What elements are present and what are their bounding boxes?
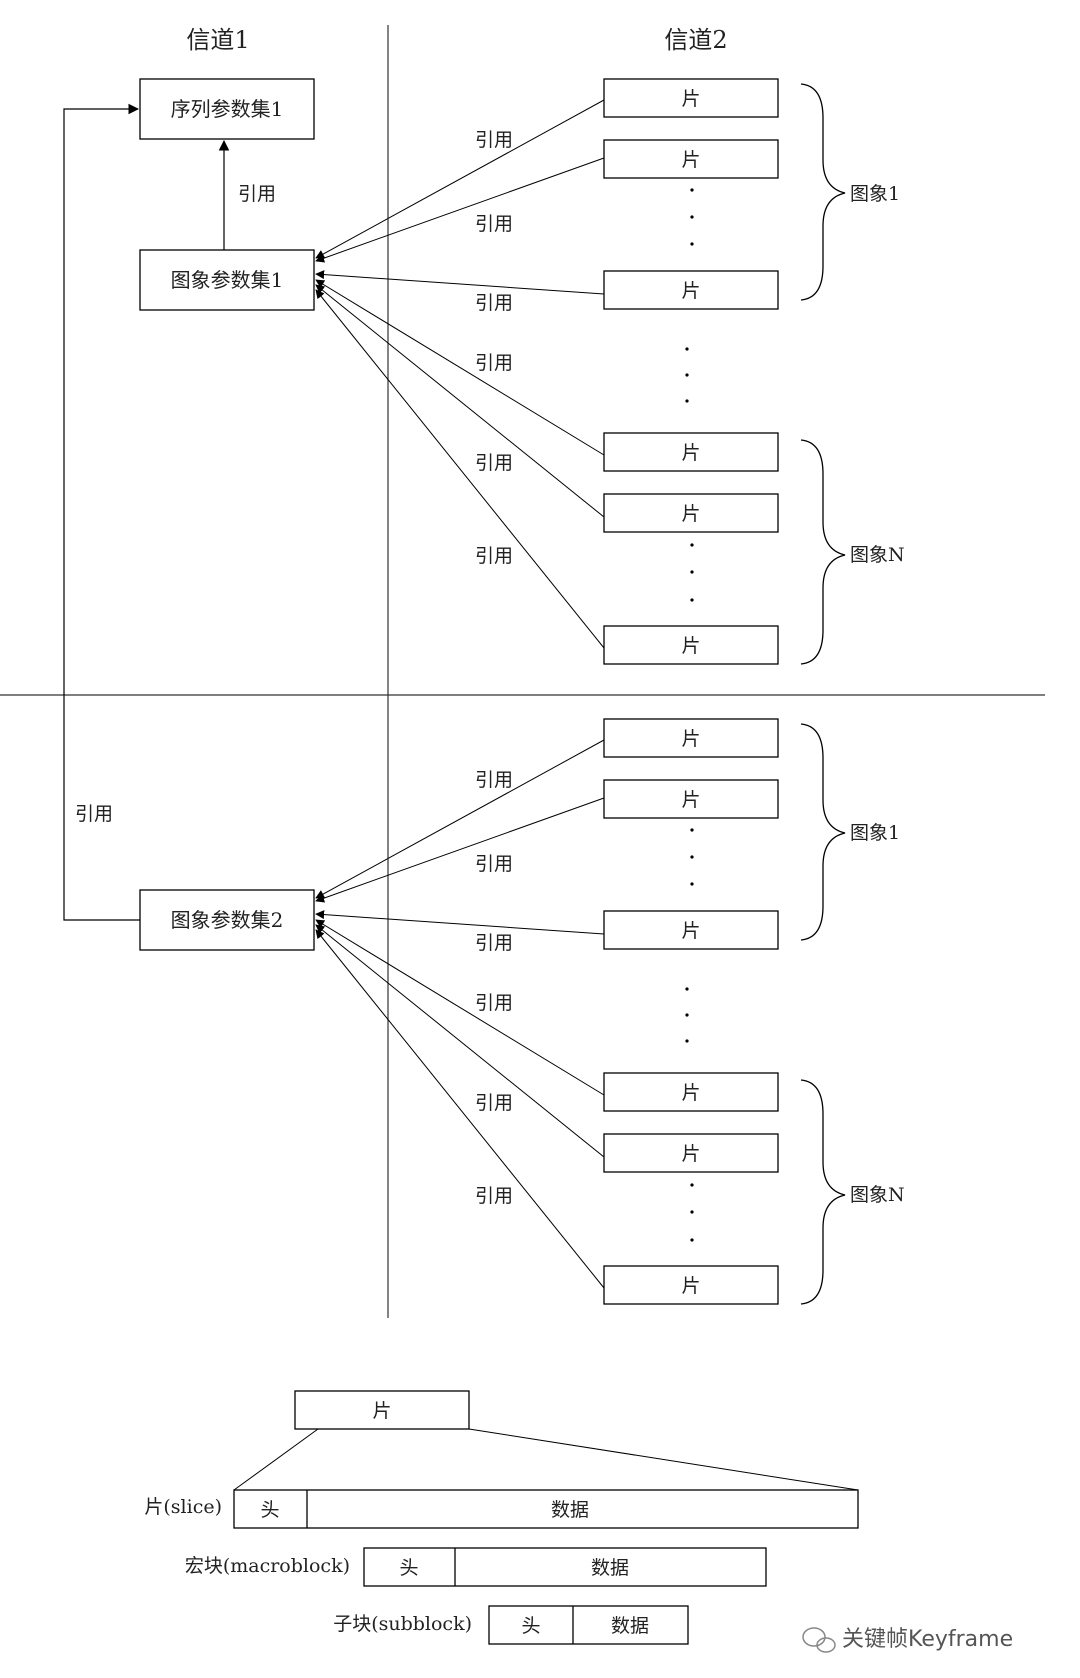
ref-label: 引用 — [475, 545, 513, 567]
ellipsis-dots — [685, 188, 694, 1242]
pps2-to-sps1-arrow — [63, 103, 140, 921]
ref-label: 引用 — [475, 213, 513, 235]
picture-1-label: 图象1 — [850, 183, 900, 205]
watermark-text: 关键帧Keyframe — [842, 1627, 1013, 1652]
lower-reference-arrows — [315, 739, 605, 1289]
slice-label: 片 — [681, 789, 700, 811]
ref-label: 引用 — [475, 769, 513, 791]
sps1-label: 序列参数集1 — [171, 97, 284, 121]
slice-box: 片 — [603, 1072, 779, 1112]
subblock-head-label: 头 — [521, 1615, 540, 1637]
ref-label: 引用 — [475, 932, 513, 954]
subblock-row-label: 子块(subblock) — [333, 1613, 472, 1635]
macroblock-row: 宏块(macroblock) 头 数据 — [185, 1547, 767, 1587]
ref-label: 引用 — [475, 292, 513, 314]
picture-n-label: 图象N — [850, 544, 905, 566]
slice-label: 片 — [681, 728, 700, 750]
channel-1-header: 信道1 — [186, 26, 249, 54]
picture-n-label: 图象N — [850, 1184, 905, 1206]
slice-box: 片 — [603, 270, 779, 310]
slice-box: 片 — [603, 1265, 779, 1305]
sps1-box: 序列参数集1 — [139, 78, 315, 140]
ref-label: 引用 — [475, 129, 513, 151]
macroblock-row-label: 宏块(macroblock) — [185, 1555, 350, 1577]
slice-box: 片 — [603, 139, 779, 179]
macroblock-data-label: 数据 — [591, 1557, 629, 1579]
upper-reference-arrows — [315, 99, 605, 649]
ref-label: 引用 — [475, 1185, 513, 1207]
ref-label: 引用 — [475, 992, 513, 1014]
pps2-box: 图象参数集2 — [139, 889, 315, 951]
lower-slices: 片 片 片 片 片 片 — [603, 718, 779, 1305]
subblock-row: 子块(subblock) 头 数据 — [333, 1605, 689, 1645]
slice-label: 片 — [681, 88, 700, 110]
slice-label: 片 — [681, 280, 700, 302]
top-slice-label: 片 — [372, 1400, 391, 1422]
ref-label: 引用 — [475, 352, 513, 374]
slice-box: 片 — [603, 625, 779, 665]
slice-row-label: 片(slice) — [144, 1496, 222, 1518]
subblock-data-label: 数据 — [611, 1615, 649, 1637]
pps1-box: 图象参数集1 — [139, 249, 315, 311]
slice-label: 片 — [681, 442, 700, 464]
ref-label: 引用 — [475, 1092, 513, 1114]
top-slice-box: 片 — [294, 1390, 470, 1430]
slice-label: 片 — [681, 920, 700, 942]
slice-label: 片 — [681, 149, 700, 171]
pps2-label: 图象参数集2 — [171, 908, 284, 932]
channel-2-header: 信道2 — [664, 26, 727, 54]
pps1-ref-label: 引用 — [238, 183, 276, 205]
slice-box: 片 — [603, 779, 779, 819]
slice-structure: 片 片(slice) 头 数据 宏块(macroblock) 头 数据 子块(s… — [144, 1390, 859, 1645]
slice-box: 片 — [603, 493, 779, 533]
picture-1-label: 图象1 — [850, 822, 900, 844]
slice-box: 片 — [603, 432, 779, 472]
pps1-label: 图象参数集1 — [171, 268, 284, 292]
ref-label: 引用 — [475, 853, 513, 875]
upper-ref-labels: 引用 引用 引用 引用 引用 引用 — [475, 129, 513, 567]
lower-ref-labels: 引用 引用 引用 引用 引用 引用 — [475, 769, 513, 1207]
slice-label: 片 — [681, 503, 700, 525]
slice-box: 片 — [603, 1133, 779, 1173]
watermark: 关键帧Keyframe — [802, 1627, 1013, 1653]
slice-row: 片(slice) 头 数据 — [144, 1489, 859, 1529]
slice-label: 片 — [681, 1143, 700, 1165]
slice-data-label: 数据 — [551, 1499, 589, 1521]
slice-head-label: 头 — [260, 1499, 279, 1521]
pps2-ref-label: 引用 — [75, 803, 113, 825]
slice-label: 片 — [681, 1275, 700, 1297]
slice-box: 片 — [603, 718, 779, 758]
slice-box: 片 — [603, 910, 779, 950]
upper-slices: 片 片 片 片 片 片 — [603, 78, 779, 665]
macroblock-head-label: 头 — [399, 1557, 418, 1579]
slice-box: 片 — [603, 78, 779, 118]
curly-braces — [800, 83, 846, 1305]
slice-label: 片 — [681, 1082, 700, 1104]
wechat-icon — [802, 1627, 836, 1653]
ref-label: 引用 — [475, 452, 513, 474]
slice-label: 片 — [681, 635, 700, 657]
